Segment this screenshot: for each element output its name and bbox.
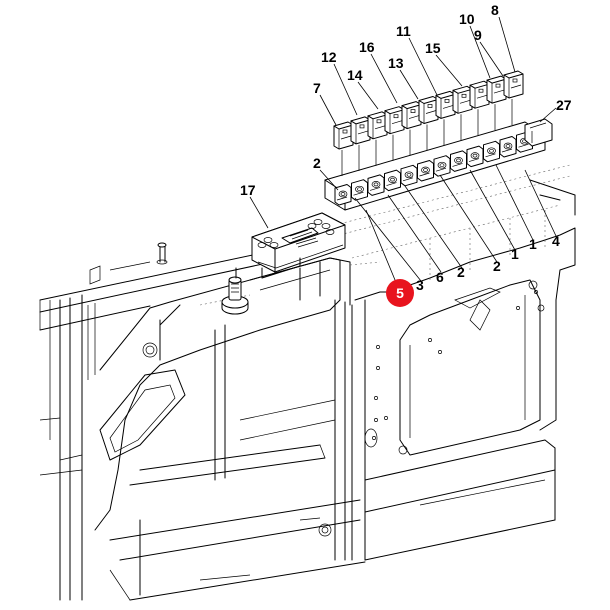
callout-10: 10 [459,11,475,27]
rocker-switch [333,121,354,176]
switch-body [450,150,467,172]
callout-16: 16 [359,39,375,55]
switch-body [417,160,434,182]
rocker-switch [401,101,422,156]
callout-14: 14 [347,67,363,83]
callout-12: 12 [321,49,337,65]
rocker-switch [452,85,473,141]
switch-body [400,164,418,187]
callout-15: 15 [425,40,441,56]
callout-1-right: 1 [529,236,537,252]
rocker-switch [503,70,524,125]
switch-body [384,169,401,192]
leader-lines [249,16,557,293]
callout-1-mid: 1 [511,246,519,262]
rocker-switch [469,80,490,136]
rocker-switch [418,96,439,151]
switch-panel-icon [324,70,553,211]
cab-frame [39,164,576,601]
switch-body [483,140,500,163]
callout-7: 7 [313,80,321,96]
callout-2-top: 2 [313,155,321,171]
switch-body [499,136,517,158]
callout-8: 8 [491,2,499,18]
rocker-switch [367,111,388,166]
key-switch-icon [221,267,249,315]
rocker-switch [384,106,405,161]
rocker-switch [435,90,456,146]
switch-body [433,155,451,177]
instrument-cluster-icon [251,212,346,279]
switch-body [351,179,368,201]
callout-6: 6 [436,269,444,285]
highlight-label: 5 [396,285,404,301]
callout-2-right: 2 [493,258,501,274]
callout-2-mid: 2 [457,264,465,280]
callout-17: 17 [240,182,256,198]
highlight-callout-5[interactable]: 5 [386,279,414,307]
switch-body [367,174,385,196]
callout-3: 3 [416,277,424,293]
callout-4: 4 [552,233,560,249]
switch-body [466,145,484,168]
rocker-switch [350,116,371,171]
callout-9: 9 [474,27,482,43]
callout-13: 13 [388,55,404,71]
callout-11: 11 [396,23,411,39]
callout-labels: 8 10 11 9 16 15 12 13 14 7 27 2 17 4 1 1… [240,2,572,293]
rocker-switch [486,75,507,131]
switch-body [334,184,352,206]
callout-27: 27 [556,97,572,113]
highlight-marker[interactable] [386,279,414,307]
